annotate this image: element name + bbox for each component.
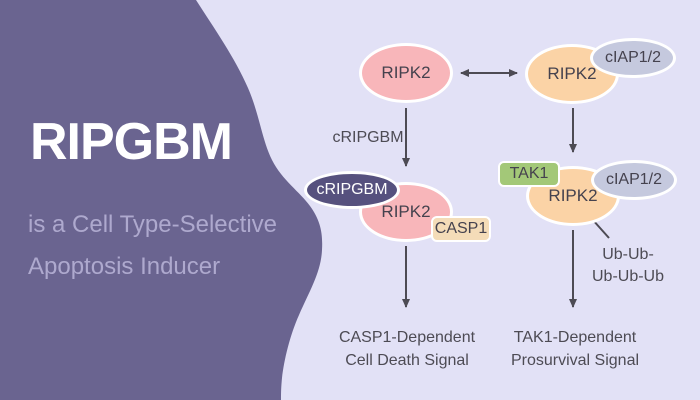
ciap-bottom-label: cIAP1/2 <box>605 171 663 188</box>
ubiquitin-line-2: Ub-Ub-Ub <box>591 268 664 285</box>
ubiquitin-label: Ub-Ub- Ub-Ub-Ub <box>582 244 674 288</box>
cripgbm-ellipse-label: cRIPGBM <box>316 181 388 198</box>
survival-outcome-line-2: Prosurvival Signal <box>510 352 640 369</box>
cripgbm-arrow-label: cRIPGBM <box>332 129 404 146</box>
page-subtitle: is a Cell Type-Selective Apoptosis Induc… <box>28 204 277 288</box>
tak1-label: TAK1 <box>509 165 549 182</box>
casp1-label: CASP1 <box>434 220 488 237</box>
death-outcome-line-1: CASP1-Dependent <box>338 329 476 346</box>
bound-ripk2-label: RIPK2 <box>547 64 597 83</box>
survival-outcome-label: TAK1-Dependent Prosurvival Signal <box>495 326 655 372</box>
survival-outcome-line-1: TAK1-Dependent <box>513 329 637 346</box>
page-subtitle-line-2: Apoptosis Inducer <box>28 253 221 280</box>
ubiquitin-line-1: Ub-Ub- <box>602 246 654 263</box>
free-ripk2-ellipse: RIPK2 <box>359 43 453 103</box>
ciap-ellipse-top: cIAP1/2 <box>590 38 676 78</box>
survival-complex-ripk2-label: RIPK2 <box>548 186 598 205</box>
death-complex-ripk2-label: RIPK2 <box>381 202 431 221</box>
free-ripk2-label: RIPK2 <box>381 63 431 82</box>
ciap-ellipse-bottom: cIAP1/2 <box>591 160 677 200</box>
ciap-top-label: cIAP1/2 <box>604 49 662 66</box>
page-title: RIPGBM <box>30 113 233 171</box>
tak1-box: TAK1 <box>498 161 560 187</box>
cripgbm-ellipse: cRIPGBM <box>304 171 400 209</box>
death-outcome-label: CASP1-Dependent Cell Death Signal <box>327 326 487 372</box>
page-subtitle-line-1: is a Cell Type-Selective <box>28 211 277 238</box>
death-outcome-line-2: Cell Death Signal <box>345 352 469 369</box>
casp1-box: CASP1 <box>431 216 491 242</box>
